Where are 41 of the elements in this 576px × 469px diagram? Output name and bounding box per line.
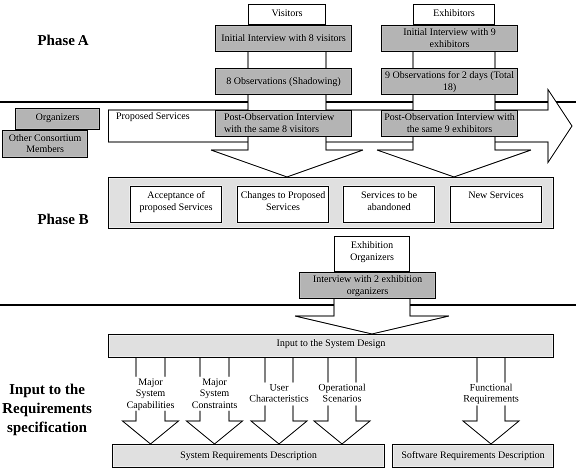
group-panel [108,177,554,229]
process-box [215,25,352,52]
box-label: Interview with 2 exhibition organizers [312,274,424,297]
box-label: Changes to Proposed Services [240,190,326,213]
box-label: Other Consortium Members [8,132,82,156]
phase-label: Phase B [36,211,90,230]
column-box [248,4,326,25]
process-box [381,25,518,52]
outcome-box [343,186,435,223]
box-label: New Services [468,190,524,202]
box-label: Acceptance of proposed Services [138,190,214,213]
box-label: Exhibition Organizers [349,240,395,263]
box-label: Input to the System Design [276,338,386,350]
arrow-label: Proposed Services [116,111,190,122]
process-box [215,68,352,95]
result-box [112,444,385,468]
process-box [15,108,100,130]
box-label: Initial Interview with 9 exhibitors [402,27,497,50]
column-box [334,236,410,272]
box-label: Software Requirements Description [401,450,545,462]
process-box [215,110,352,137]
process-box [299,272,436,299]
phase-label: Phase A [36,32,90,51]
box-label: System Requirements Description [180,450,317,462]
phase-label: Input to the Requirements specification [1,381,93,438]
box-label: Visitors [271,8,303,20]
result-box [108,334,554,358]
outcome-box [130,186,222,223]
box-label: Services to be abandoned [360,190,418,213]
outcome-box [237,186,329,223]
box-label: 9 Observations for 2 days (Total 18) [384,70,515,93]
box-label: Exhibitors [433,8,475,20]
box-label: 8 Observations (Shadowing) [226,76,341,88]
result-box [392,444,554,468]
process-box [2,130,88,158]
box-label: Initial Interview with 8 visitors [221,32,346,44]
column-box [413,4,495,25]
outcome-box [450,186,542,223]
box-label: Organizers [36,112,80,124]
box-label: Post-Observation Interview with the same 9 exhibitors [384,112,515,135]
box-label: Post-Observation Interview with the same 8 visitors [223,112,336,135]
